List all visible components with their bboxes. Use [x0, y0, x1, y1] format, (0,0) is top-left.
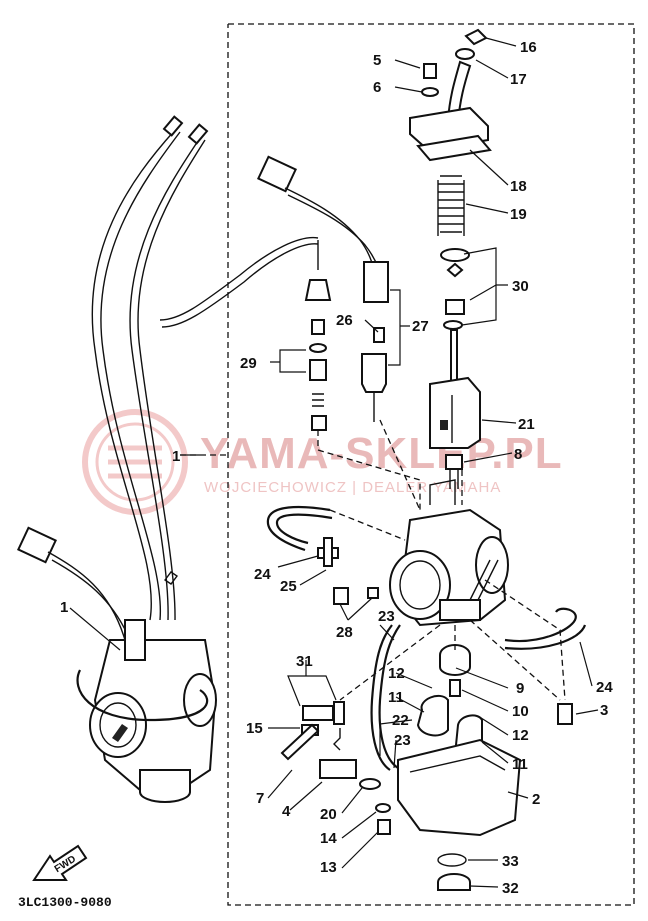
callout-11: 11: [388, 689, 404, 706]
callout-10: 10: [512, 703, 529, 720]
callout-14: 14: [320, 830, 337, 847]
callout-1: 1: [172, 448, 180, 465]
callout-31: 31: [296, 653, 313, 670]
part-6-washer: [421, 87, 439, 97]
callout-6: 6: [373, 79, 381, 96]
callout-18: 18: [510, 178, 527, 195]
callout-33: 33: [502, 853, 519, 870]
cable-guide-group: [409, 28, 492, 489]
fwd-arrow-icon: FWD: [32, 844, 88, 881]
callout-11-second: 11: [512, 756, 528, 773]
part-19-spring: [438, 175, 464, 233]
callout-32: 32: [502, 880, 519, 897]
leader-lines: [69, 37, 599, 888]
watermark-title: YAMA-SKLEP.PL: [200, 429, 563, 478]
callout-17: 17: [510, 71, 527, 88]
callout-15: 15: [246, 720, 263, 737]
callout-16: 16: [520, 39, 537, 56]
part-8-screw: [445, 454, 463, 470]
callout-8: 8: [514, 446, 522, 463]
callout-5: 5: [373, 52, 381, 69]
callout-29: 29: [240, 355, 257, 372]
sensor-group: [257, 155, 389, 422]
explode-lines: [317, 419, 566, 701]
part-26-screw: [373, 327, 385, 343]
hoses: [266, 505, 587, 650]
watermark-logo: [82, 409, 188, 515]
assembled-carburetor: [17, 115, 217, 803]
callout-2: 2: [532, 791, 540, 808]
callout-24: 24: [254, 566, 271, 583]
diagram-code: 3LC1300-9080: [18, 895, 112, 910]
watermark-subtitle: WOJCIECHOWICZ | DEALER YAMAHA: [204, 479, 501, 496]
jet-group: [159, 236, 332, 431]
callout-13: 13: [320, 859, 337, 876]
small-parts: [280, 624, 401, 835]
callout-24-second: 24: [596, 679, 613, 696]
watermark: YAMA-SKLEP.PL WOJCIECHOWICZ | DEALER YAM…: [82, 409, 563, 515]
callout-9: 9: [516, 680, 524, 697]
callout-25: 25: [280, 578, 297, 595]
callout-23-second: 23: [394, 732, 411, 749]
callout-28: 28: [336, 624, 353, 641]
part-16-cap: [464, 28, 488, 46]
carburetor-body: [389, 479, 509, 627]
callout-12-second: 12: [512, 727, 529, 744]
part-28-screws: [333, 587, 379, 605]
part-21-throttle-valve: [429, 376, 481, 449]
callout-19: 19: [510, 206, 527, 223]
callout-1-assembled: 1: [60, 599, 68, 616]
callout-22: 22: [392, 712, 409, 729]
part-24-hose-left: [266, 505, 331, 552]
part-24-hose-right: [504, 607, 577, 643]
callout-26: 26: [336, 312, 353, 329]
callout-12: 12: [388, 665, 405, 682]
float-bowl-group: [397, 644, 573, 891]
callout-3: 3: [600, 702, 608, 719]
callout-20: 20: [320, 806, 337, 823]
callout-30: 30: [512, 278, 529, 295]
callout-4: 4: [282, 803, 291, 820]
callouts: 1 1 2 3 4 5 6 7 8 9 10 11 11 12 12 13 14…: [60, 39, 613, 897]
callout-21: 21: [518, 416, 535, 433]
callout-7: 7: [256, 790, 264, 807]
callout-23: 23: [378, 608, 395, 625]
part-5-screw: [423, 63, 437, 79]
callout-27: 27: [412, 318, 429, 335]
assembly-boundary: [227, 23, 635, 906]
